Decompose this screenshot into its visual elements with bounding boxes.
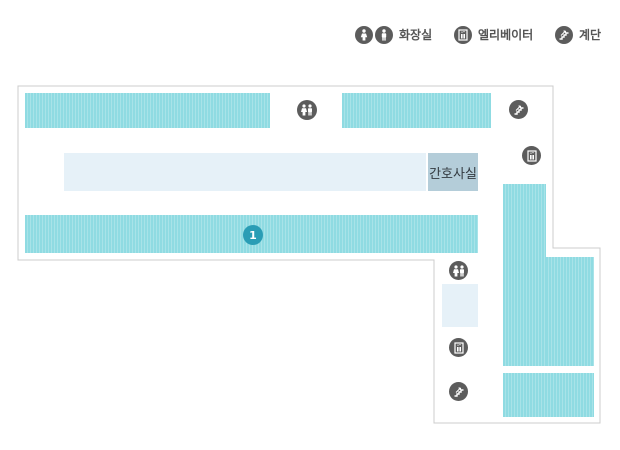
restroom-male-icon (375, 26, 393, 44)
corridor-south (442, 284, 478, 327)
legend-stairs: 계단 (555, 25, 601, 45)
room-southeast[interactable] (503, 373, 594, 417)
legend-restroom: 화장실 (355, 25, 432, 45)
nurse-station[interactable]: 간호사실 (428, 153, 478, 191)
room-top-left[interactable] (25, 93, 270, 128)
restroom-icon[interactable] (297, 100, 317, 120)
restroom-icon[interactable] (449, 261, 468, 280)
stairs-icon (555, 26, 573, 44)
location-marker-1[interactable]: 1 (243, 225, 263, 245)
legend-stairs-label: 계단 (579, 28, 602, 42)
legend-restroom-label: 화장실 (399, 28, 433, 42)
room-east-wide[interactable] (546, 257, 594, 366)
corridor-main (64, 153, 426, 191)
location-marker-1-label: 1 (249, 228, 257, 242)
stairs-icon[interactable] (509, 100, 528, 119)
legend-elevator: 엘리베이터 (454, 25, 533, 45)
elevator-icon[interactable] (449, 338, 468, 357)
nurse-station-label: 간호사실 (429, 166, 477, 182)
elevator-icon (454, 26, 472, 44)
room-east-tall[interactable] (503, 184, 546, 366)
stairs-icon[interactable] (449, 382, 468, 401)
room-top-right[interactable] (342, 93, 491, 128)
restroom-female-icon (355, 26, 373, 44)
elevator-icon[interactable] (522, 146, 541, 165)
legend-elevator-label: 엘리베이터 (478, 28, 534, 42)
